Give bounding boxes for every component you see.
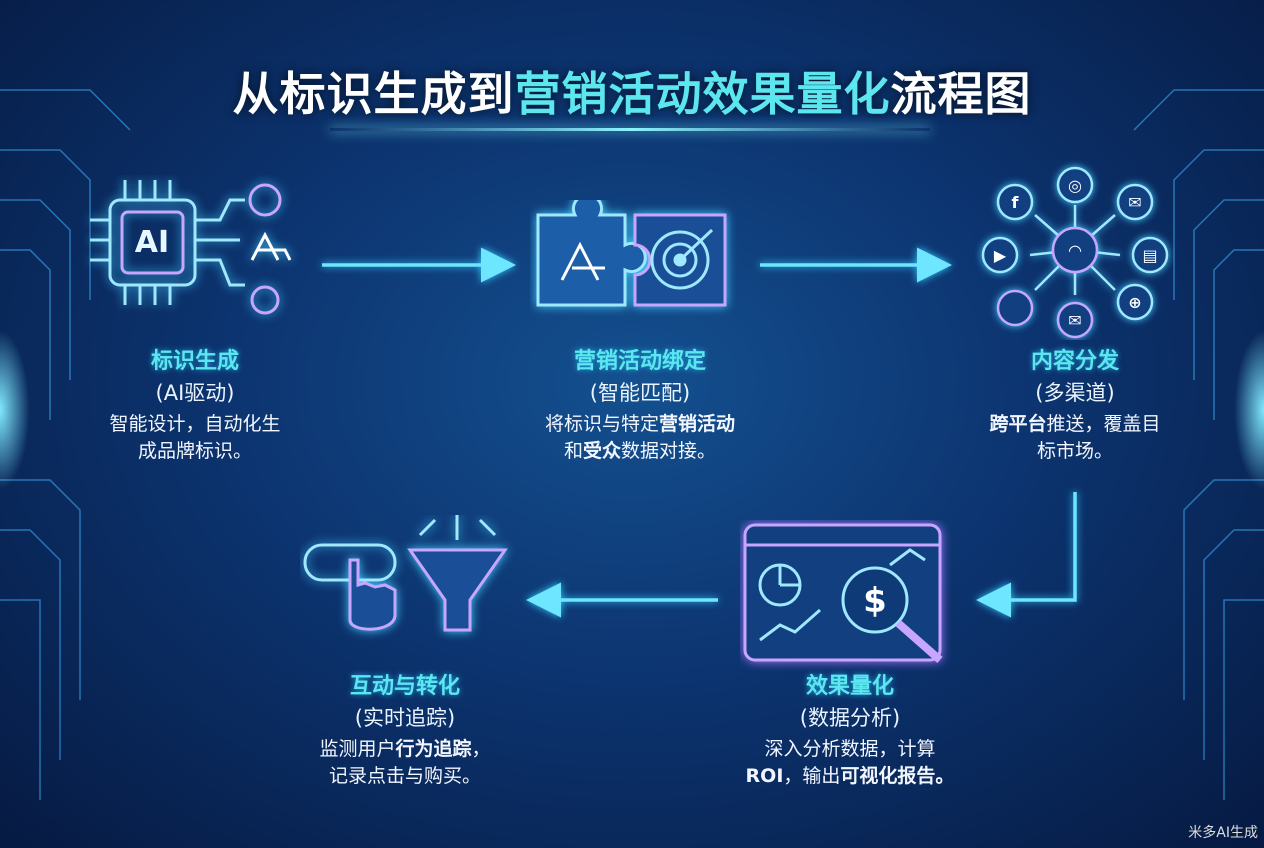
svg-text:▤: ▤ [1142, 246, 1157, 265]
svg-text:f: f [1012, 193, 1020, 212]
step-content-distribution: 内容分发 (多渠道) 跨平台推送，覆盖目标市场。 [925, 343, 1225, 465]
circuit-decoration-left [0, 89, 131, 800]
click-funnel-icon [303, 515, 508, 632]
ai-chip-icon: AI [90, 180, 292, 315]
step-effect-quantification: 效果量化 (数据分析) 深入分析数据，计算 ROI，输出可视化报告。 [700, 668, 1000, 790]
desc-text: 深入分析数据，计算 [764, 738, 936, 760]
step-subtitle: (智能匹配) [589, 381, 691, 405]
desc-text: ，输出 [783, 765, 841, 787]
step-description: 监测用户行为追踪， 记录点击与购买。 [255, 736, 555, 790]
step-title: 标识生成 [150, 349, 239, 374]
desc-text: 和 [563, 440, 583, 462]
desc-text: 记录点击与购买。 [328, 765, 481, 787]
svg-text:✉: ✉ [1068, 311, 1081, 330]
step-subtitle: (AI驱动) [155, 381, 235, 405]
svg-text:$: $ [863, 581, 887, 621]
watermark: 米多AI生成 [1188, 825, 1258, 841]
step-interaction-conversion: 互动与转化 (实时追踪) 监测用户行为追踪， 记录点击与购买。 [255, 668, 555, 790]
svg-text:◎: ◎ [1068, 176, 1082, 195]
step-campaign-binding: 营销活动绑定 (智能匹配) 将标识与特定营销活动和受众数据对接。 [490, 343, 790, 465]
desc-text: ， [471, 738, 491, 760]
step-description: 智能设计，自动化生成品牌标识。 [45, 411, 345, 465]
desc-highlight: ROI [745, 765, 784, 787]
desc-text: 数据对接。 [621, 440, 717, 462]
step-description: 深入分析数据，计算 ROI，输出可视化报告。 [700, 736, 1000, 790]
desc-highlight: 可视化报告。 [840, 765, 955, 787]
step-description: 将标识与特定营销活动和受众数据对接。 [490, 411, 790, 465]
title-highlight: 营销活动效果量化 [514, 67, 891, 121]
svg-text:⊕: ⊕ [1128, 293, 1141, 312]
desc-text: 监测用户 [319, 738, 396, 760]
desc-text: 将标识与特定 [544, 413, 659, 435]
desc-text: 推送，覆盖目 [1046, 413, 1161, 435]
desc-highlight: 受众 [582, 440, 621, 462]
desc-text: 智能设计，自动化生 [109, 413, 281, 435]
desc-text: 成品牌标识。 [137, 440, 252, 462]
page-title: 从标识生成到营销活动效果量化流程图 [0, 58, 1264, 124]
step-logo-generation: 标识生成 (AI驱动) 智能设计，自动化生成品牌标识。 [45, 343, 345, 465]
step-title: 内容分发 [1030, 349, 1119, 374]
step-subtitle: (实时追踪) [354, 706, 456, 730]
desc-highlight: 跨平台 [989, 413, 1047, 435]
step-title: 效果量化 [805, 674, 894, 699]
circuit-decoration-right [1133, 89, 1264, 800]
svg-text:◠: ◠ [1069, 241, 1082, 260]
step-subtitle: (数据分析) [799, 706, 901, 730]
desc-text: 标市场。 [1036, 440, 1113, 462]
svg-text:AI: AI [135, 225, 169, 260]
title-part3: 流程图 [890, 67, 1032, 121]
desc-highlight: 营销活动 [659, 413, 736, 435]
step-subtitle: (多渠道) [1035, 381, 1115, 405]
title-part1: 从标识生成到 [232, 67, 515, 121]
step-title: 营销活动绑定 [573, 349, 706, 374]
svg-text:✉: ✉ [1128, 193, 1141, 212]
social-network-icon: f ◎ ✉ ▶ ▤ ⊕ ✉ ◠ [981, 166, 1169, 339]
analytics-magnifier-icon: $ [743, 523, 943, 664]
title-underline [330, 128, 930, 131]
step-description: 跨平台推送，覆盖目标市场。 [925, 411, 1225, 465]
svg-text:▶: ▶ [994, 246, 1007, 265]
arrow-step3-to-step4 [976, 492, 1077, 618]
puzzle-target-icon [536, 200, 727, 307]
step-title: 互动与转化 [349, 674, 460, 699]
desc-highlight: 行为追踪 [395, 738, 472, 760]
